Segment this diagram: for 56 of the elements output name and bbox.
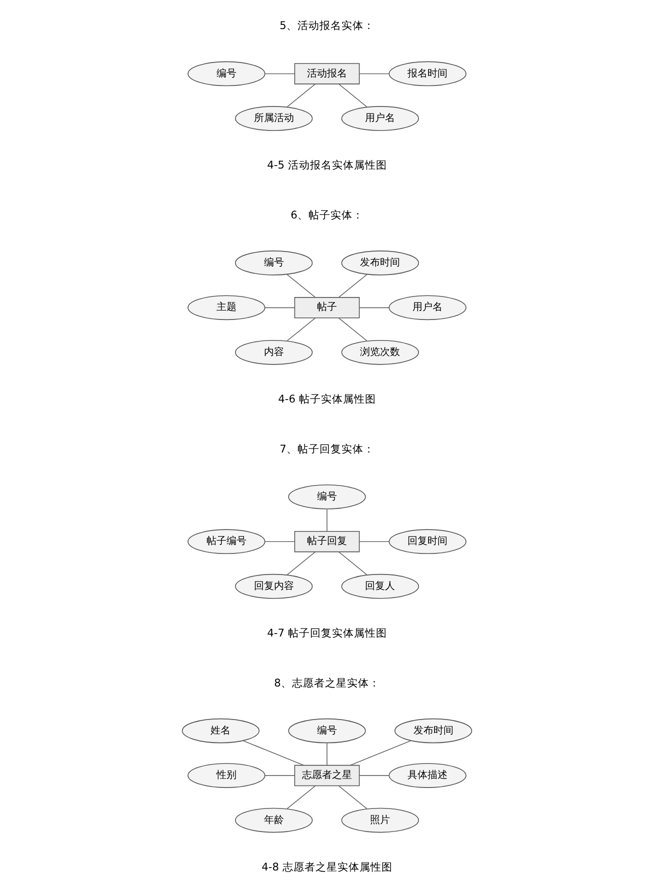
- node-ellipse: 回复人: [340, 574, 418, 599]
- connector: [338, 274, 367, 298]
- node-ellipse: 帖子编号: [187, 529, 265, 554]
- connector: [358, 73, 389, 74]
- node-box: 帖子回复: [294, 530, 360, 552]
- node-ellipse: 浏览次数: [340, 340, 418, 365]
- connector: [358, 307, 389, 308]
- connector: [358, 775, 389, 776]
- connector: [286, 318, 316, 342]
- node-ellipse: 编号: [288, 484, 366, 510]
- node-ellipse: 编号: [288, 718, 366, 744]
- connector: [338, 318, 367, 342]
- node-ellipse: 用户名: [388, 295, 466, 320]
- connector: [264, 775, 294, 776]
- connector: [286, 552, 316, 576]
- connector: [358, 541, 389, 542]
- node-ellipse: 姓名: [181, 718, 260, 744]
- connector: [286, 786, 316, 810]
- node-ellipse: 所属活动: [234, 106, 312, 131]
- label: 6、帖子实体：: [290, 208, 363, 222]
- node-ellipse: 发布时间: [340, 250, 418, 276]
- node-ellipse: 编号: [187, 61, 265, 86]
- node-ellipse: 回复时间: [388, 529, 466, 554]
- node-box: 志愿者之星: [294, 764, 360, 786]
- node-ellipse: 照片: [340, 808, 418, 833]
- connector: [326, 508, 327, 532]
- node-ellipse: 发布时间: [394, 718, 472, 744]
- connector: [264, 73, 294, 74]
- node-ellipse: 主题: [187, 295, 265, 320]
- node-ellipse: 内容: [234, 340, 312, 365]
- node-ellipse: 报名时间: [388, 61, 466, 86]
- label: 4-5 活动报名实体属性图: [266, 158, 386, 172]
- node-ellipse: 编号: [234, 250, 312, 276]
- connector: [338, 786, 367, 810]
- node-ellipse: 回复内容: [234, 574, 312, 599]
- node-box: 帖子: [294, 297, 360, 318]
- node-ellipse: 年龄: [234, 808, 312, 833]
- connector: [338, 84, 367, 108]
- connector: [349, 740, 411, 766]
- connector: [286, 84, 316, 108]
- connector: [264, 541, 294, 542]
- connector: [338, 552, 367, 576]
- node-ellipse: 性别: [187, 763, 265, 788]
- label: 7、帖子回复实体：: [279, 442, 374, 456]
- label: 8、志愿者之星实体：: [274, 676, 380, 690]
- connector: [264, 307, 294, 308]
- node-ellipse: 用户名: [340, 106, 418, 131]
- label: 4-7 帖子回复实体属性图: [266, 626, 386, 640]
- label: 4-6 帖子实体属性图: [278, 392, 376, 406]
- label: 4-8 志愿者之星实体属性图: [261, 860, 392, 874]
- label: 5、活动报名实体：: [279, 19, 374, 32]
- connector: [242, 740, 304, 766]
- connector: [286, 274, 316, 298]
- node-box: 活动报名: [294, 63, 360, 84]
- node-ellipse: 具体描述: [388, 763, 466, 788]
- connector: [326, 742, 327, 766]
